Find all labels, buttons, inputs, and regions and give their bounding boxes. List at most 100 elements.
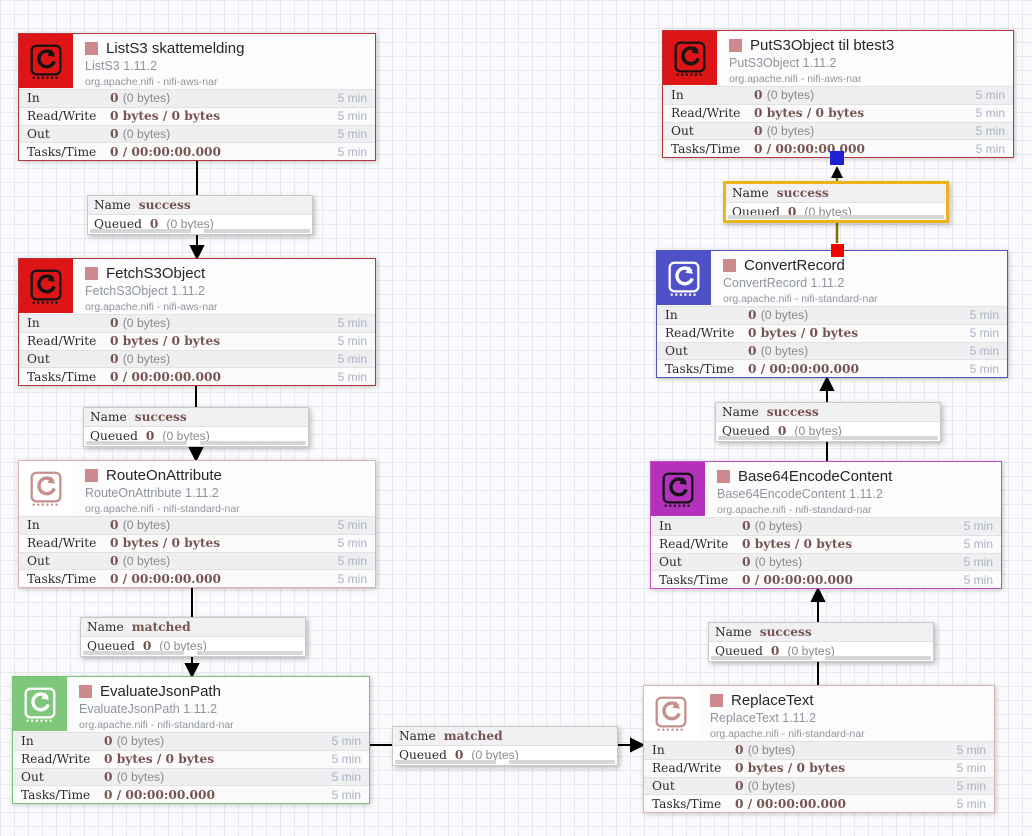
stat-tasks: 0 / 00:00:00.000 xyxy=(104,787,215,802)
connection-queued-count: 0 xyxy=(787,205,797,219)
stat-readwrite: 0 bytes / 0 bytes xyxy=(110,536,221,551)
stat-label-tasks: Tasks/Time xyxy=(21,787,91,802)
processor-icon xyxy=(663,31,717,85)
stat-window: 5 min xyxy=(963,572,993,587)
stat-window: 5 min xyxy=(963,537,993,552)
processor-icon xyxy=(19,34,73,88)
connection-queued-label: Queued xyxy=(722,424,770,438)
stat-window: 5 min xyxy=(956,761,986,776)
stat-readwrite: 0 bytes / 0 bytes xyxy=(742,537,853,552)
connection-queued-count: 0 xyxy=(454,748,464,762)
stat-in-bytes: (0 bytes) xyxy=(760,308,809,323)
connection-queued-count: 0 xyxy=(770,644,780,658)
connection-queued-size: (0 bytes) xyxy=(159,639,207,653)
queue-count-bar xyxy=(395,760,496,764)
arrowhead-icon xyxy=(188,447,204,463)
processor-bundle: org.apache.nifi - nifi-standard-nar xyxy=(723,292,878,305)
stat-out-count: 0 xyxy=(110,351,119,366)
processor-puts3object[interactable]: PutS3Object til btest3 PutS3Object 1.11.… xyxy=(662,30,1014,158)
processor-icon xyxy=(651,462,705,516)
connection-queued-size: (0 bytes) xyxy=(166,217,214,231)
stopped-status-icon xyxy=(723,258,736,272)
stat-window: 5 min xyxy=(337,536,367,551)
processor-bundle: org.apache.nifi - nifi-standard-nar xyxy=(710,727,865,740)
stat-label-tasks: Tasks/Time xyxy=(27,144,97,159)
stat-out-count: 0 xyxy=(110,553,119,568)
stat-label-readwrite: Read/Write xyxy=(665,326,735,341)
connection-queued-count: 0 xyxy=(777,424,787,438)
processor-bundle: org.apache.nifi - nifi-standard-nar xyxy=(717,503,872,516)
nifi-stamp-icon xyxy=(655,696,687,731)
stat-tasks: 0 / 00:00:00.000 xyxy=(754,141,865,156)
processor-header: PutS3Object til btest3 PutS3Object 1.11.… xyxy=(663,31,1013,86)
processor-replacetext[interactable]: ReplaceText ReplaceText 1.11.2 org.apach… xyxy=(643,685,995,813)
connection-queued-size: (0 bytes) xyxy=(787,644,835,658)
stat-label-tasks: Tasks/Time xyxy=(671,141,741,156)
processor-fetchs3object[interactable]: FetchS3Object FetchS3Object 1.11.2 org.a… xyxy=(18,258,376,386)
processor-icon xyxy=(19,259,73,313)
processor-bundle: org.apache.nifi - nifi-aws-nar xyxy=(85,300,218,313)
processor-header: ConvertRecord ConvertRecord 1.11.2 org.a… xyxy=(657,251,1007,306)
stat-label-readwrite: Read/Write xyxy=(27,109,97,124)
stat-window: 5 min xyxy=(969,308,999,323)
stat-in-count: 0 xyxy=(110,316,119,331)
stat-out-bytes: (0 bytes) xyxy=(116,769,165,784)
nifi-stamp-icon xyxy=(24,687,56,722)
processor-header: Base64EncodeContent Base64EncodeContent … xyxy=(651,462,1001,517)
processor-bundle: org.apache.nifi - nifi-aws-nar xyxy=(729,72,862,85)
stat-out-bytes: (0 bytes) xyxy=(760,343,809,358)
stat-window: 5 min xyxy=(975,123,1005,138)
processor-type: EvaluateJsonPath 1.11.2 xyxy=(79,702,218,716)
stat-window: 5 min xyxy=(963,554,993,569)
processor-convertrecord[interactable]: ConvertRecord ConvertRecord 1.11.2 org.a… xyxy=(656,250,1008,378)
stopped-status-icon xyxy=(85,468,98,482)
stat-label-in: In xyxy=(27,316,40,331)
processor-base64encodecontent[interactable]: Base64EncodeContent Base64EncodeContent … xyxy=(650,461,1002,589)
stat-readwrite: 0 bytes / 0 bytes xyxy=(748,326,859,341)
processor-lists3[interactable]: ListS3 skattemelding ListS3 1.11.2 org.a… xyxy=(18,33,376,161)
stat-in-count: 0 xyxy=(754,88,763,103)
queue-count-bar xyxy=(728,215,827,219)
stat-label-readwrite: Read/Write xyxy=(21,752,91,767)
stat-label-tasks: Tasks/Time xyxy=(665,361,735,376)
connection-queued-count: 0 xyxy=(145,429,155,443)
stat-in-count: 0 xyxy=(104,734,113,749)
processor-name: PutS3Object til btest3 xyxy=(750,36,895,54)
connection-name-value: success xyxy=(766,405,819,419)
processor-header: RouteOnAttribute RouteOnAttribute 1.11.2… xyxy=(19,461,375,516)
connection-queued-count: 0 xyxy=(149,217,159,231)
processor-header: EvaluateJsonPath EvaluateJsonPath 1.11.2… xyxy=(13,677,369,732)
stat-window: 5 min xyxy=(975,106,1005,121)
stat-tasks: 0 / 00:00:00.000 xyxy=(110,369,221,384)
stat-tasks: 0 / 00:00:00.000 xyxy=(110,144,221,159)
stat-window: 5 min xyxy=(337,126,367,141)
connection-name-value: matched xyxy=(131,620,191,634)
stat-readwrite: 0 bytes / 0 bytes xyxy=(110,334,221,349)
stat-window: 5 min xyxy=(975,88,1005,103)
stopped-status-icon xyxy=(729,38,742,52)
connection-name-value: matched xyxy=(443,729,503,743)
stat-out-bytes: (0 bytes) xyxy=(766,123,815,138)
stat-label-out: Out xyxy=(27,351,50,366)
stat-window: 5 min xyxy=(337,316,367,331)
stat-window: 5 min xyxy=(337,144,367,159)
connection-name-value: success xyxy=(134,410,187,424)
arrowhead-icon xyxy=(831,166,843,178)
stat-label-out: Out xyxy=(27,553,50,568)
queue-size-bar xyxy=(197,651,303,655)
processor-routeonattribute[interactable]: RouteOnAttribute RouteOnAttribute 1.11.2… xyxy=(18,460,376,588)
connection-queued-label: Queued xyxy=(87,639,135,653)
stat-window: 5 min xyxy=(337,369,367,384)
stat-label-out: Out xyxy=(659,554,682,569)
processor-evaluatejsonpath[interactable]: EvaluateJsonPath EvaluateJsonPath 1.11.2… xyxy=(12,676,370,804)
